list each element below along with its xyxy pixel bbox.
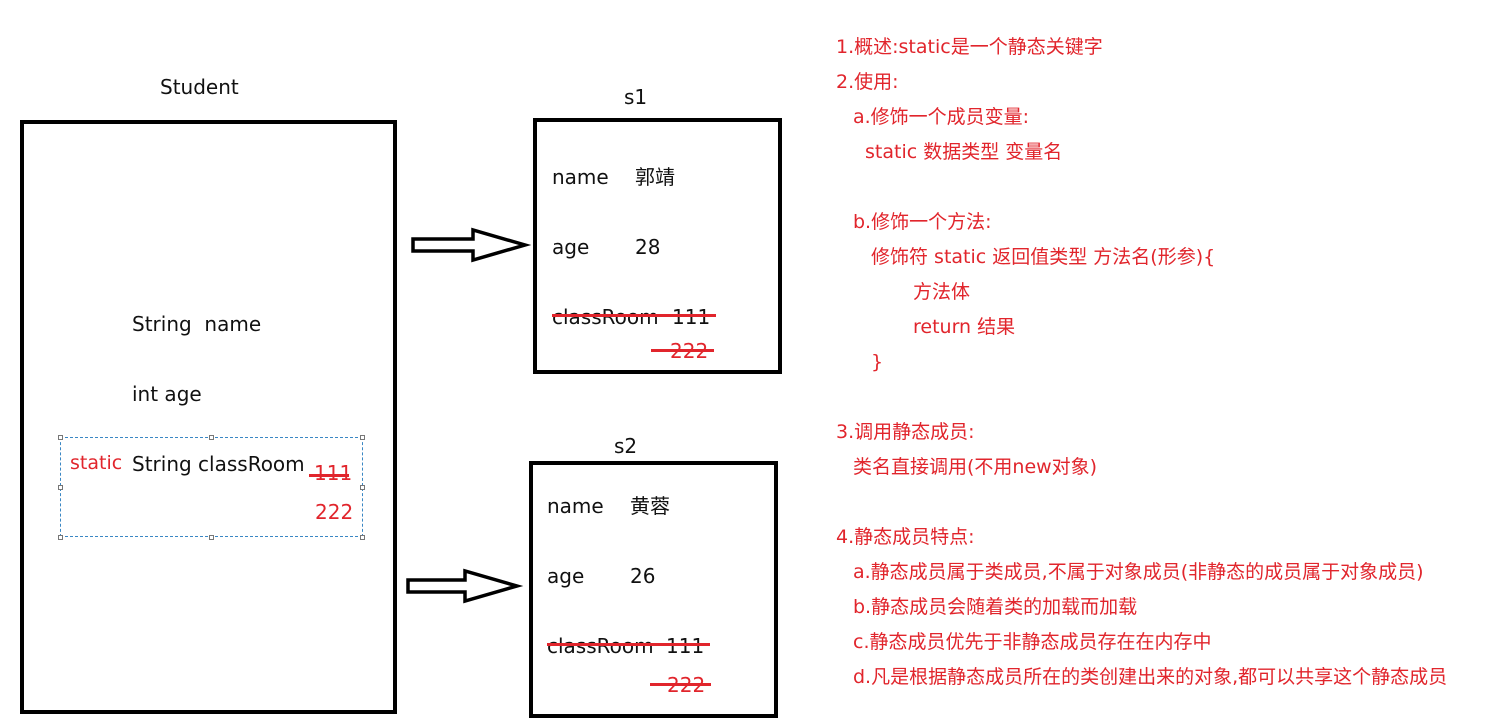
s1-classroom-label: classRoom xyxy=(552,305,659,329)
s1-age-value: 28 xyxy=(635,235,661,259)
static-keyword: static xyxy=(70,452,123,474)
strike-student-old-value xyxy=(309,474,349,477)
strike-s1-new-value xyxy=(651,349,714,352)
s2-name-label: name xyxy=(547,494,604,518)
arrow-to-s1-icon xyxy=(411,227,532,263)
student-classroom-old-value: 111 xyxy=(314,461,353,485)
selection-handle-tm[interactable] xyxy=(209,435,214,440)
s2-name-value: 黄蓉 xyxy=(630,494,670,518)
student-field-age: int age xyxy=(132,382,202,406)
selection-handle-tr[interactable] xyxy=(360,435,365,440)
note-line-5: b.修饰一个方法: xyxy=(853,211,992,233)
arrow-to-s2-icon xyxy=(406,568,524,604)
note-line-4: static 数据类型 变量名 xyxy=(865,141,1063,163)
s1-title: s1 xyxy=(624,85,648,109)
s2-classroom-label: classRoom xyxy=(547,634,654,658)
s1-name-value: 郭靖 xyxy=(635,165,675,189)
selection-handle-bl[interactable] xyxy=(58,535,63,540)
note-line-7: 方法体 xyxy=(913,281,971,303)
s2-age-label: age xyxy=(547,564,585,588)
s2-object-box xyxy=(529,461,778,718)
strike-s2-new-value xyxy=(650,683,711,686)
s1-object-box xyxy=(533,118,782,374)
s2-title: s2 xyxy=(614,434,638,458)
selection-handle-bm[interactable] xyxy=(209,535,214,540)
selection-handle-ml[interactable] xyxy=(58,485,63,490)
strike-s1-classroom xyxy=(552,314,716,317)
s1-name-label: name xyxy=(552,165,609,189)
student-class-box xyxy=(20,120,397,714)
student-classroom-new-value: 222 xyxy=(315,500,354,524)
selection-handle-mr[interactable] xyxy=(360,485,365,490)
note-line-1: 1.概述:static是一个静态关键字 xyxy=(836,36,1103,58)
note-line-8: return 结果 xyxy=(913,316,1016,338)
note-line-10: 3.调用静态成员: xyxy=(836,421,975,443)
note-line-15: c.静态成员优先于非静态成员存在在内存中 xyxy=(853,631,1212,653)
s1-age-label: age xyxy=(552,235,590,259)
s1-classroom-value: 111 xyxy=(672,305,711,329)
student-field-name: String name xyxy=(132,312,262,336)
note-line-6: 修饰符 static 返回值类型 方法名(形参){ xyxy=(871,246,1216,268)
s2-age-value: 26 xyxy=(630,564,656,588)
student-title: Student xyxy=(160,75,239,99)
note-line-14: b.静态成员会随着类的加载而加载 xyxy=(853,596,1138,618)
strike-s2-classroom xyxy=(547,643,710,646)
note-line-16: d.凡是根据静态成员所在的类创建出来的对象,都可以共享这个静态成员 xyxy=(853,666,1448,688)
student-field-classroom: String classRoom xyxy=(132,452,305,476)
note-line-9: } xyxy=(871,351,884,373)
selection-handle-br[interactable] xyxy=(360,535,365,540)
note-line-12: 4.静态成员特点: xyxy=(836,526,975,548)
note-line-2: 2.使用: xyxy=(836,71,899,93)
s2-classroom-value: 111 xyxy=(666,634,705,658)
note-line-13: a.静态成员属于类成员,不属于对象成员(非静态的成员属于对象成员) xyxy=(853,561,1424,583)
note-line-11: 类名直接调用(不用new对象) xyxy=(853,456,1098,478)
selection-handle-tl[interactable] xyxy=(58,435,63,440)
note-line-3: a.修饰一个成员变量: xyxy=(853,106,1030,128)
